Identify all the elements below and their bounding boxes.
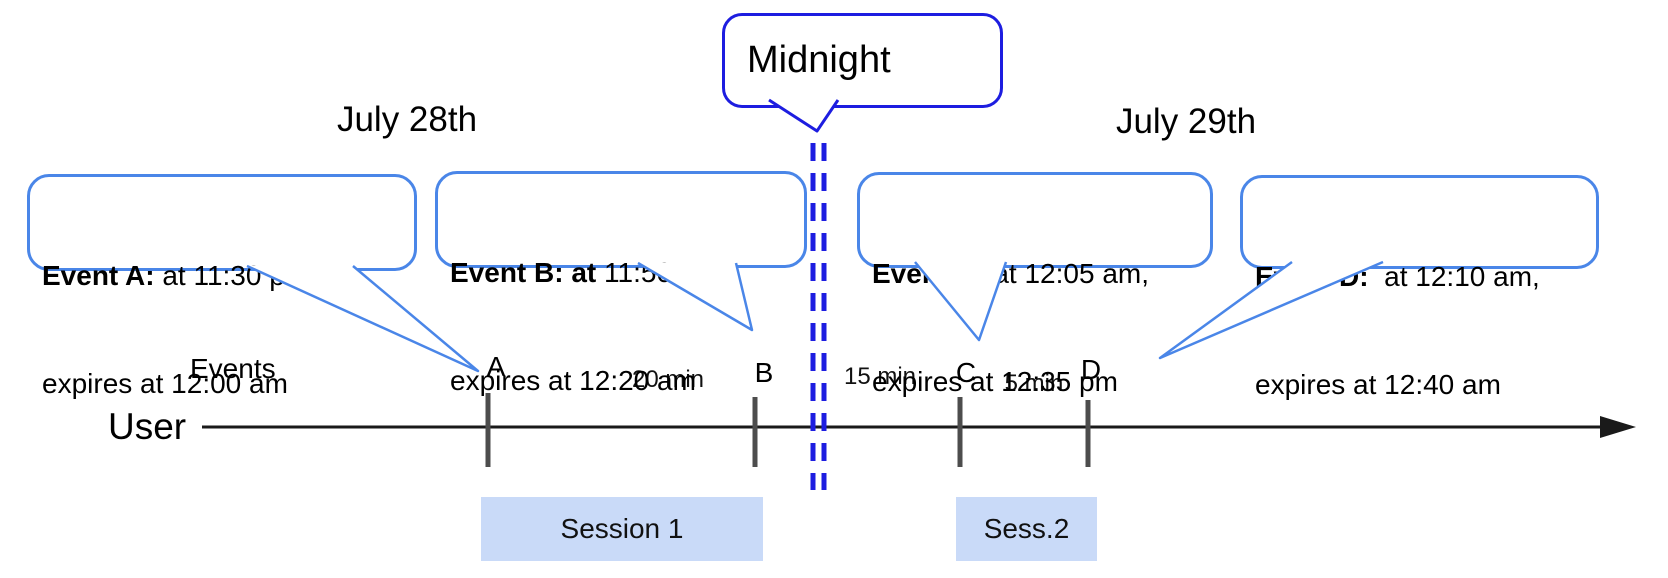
event-d-line-2: expires at 12:40 am bbox=[1255, 369, 1501, 400]
tick-label-d: D bbox=[1080, 354, 1102, 385]
midnight-callout: Midnight bbox=[722, 13, 1003, 108]
interval-label-15min: 15 min bbox=[843, 363, 917, 390]
interval-label-5min: 5 min bbox=[1004, 370, 1064, 397]
session-1-box: Session 1 bbox=[481, 497, 763, 561]
timeline-arrowhead-icon bbox=[1600, 416, 1636, 438]
session-2-box: Sess.2 bbox=[956, 497, 1097, 561]
event-a-time: at 11:30 pm, bbox=[154, 260, 316, 291]
event-a-line-2: expires at 12:00 am bbox=[42, 368, 288, 399]
event-b-time: 11:50 pm, bbox=[596, 257, 727, 288]
event-d-title: Event D: bbox=[1255, 261, 1369, 292]
day-label-july-28: July 28th bbox=[336, 100, 478, 139]
tick-label-b: B bbox=[754, 357, 774, 388]
event-d-callout: Event D: at 12:10 am, expires at 12:40 a… bbox=[1240, 175, 1599, 400]
event-c-line-1: Event C: at 12:05 am, bbox=[872, 256, 1198, 292]
tick-label-a: A bbox=[486, 351, 506, 382]
event-d-line-1: Event D: at 12:10 am, bbox=[1255, 259, 1584, 295]
event-d-time: at 12:10 am, bbox=[1368, 261, 1540, 292]
user-axis-label: User bbox=[108, 406, 187, 447]
session-1-label: Session 1 bbox=[560, 513, 684, 544]
event-b-callout: Event B: at 11:50 pm, expires at 12:20 a… bbox=[435, 171, 807, 396]
tick-label-c: C bbox=[955, 357, 977, 388]
event-c-title: Event C: bbox=[872, 258, 986, 289]
event-b-title: Event B: at bbox=[450, 257, 597, 288]
event-a-line-1: Event A: at 11:30 pm, bbox=[42, 258, 402, 294]
session-2-label: Sess.2 bbox=[983, 513, 1070, 544]
event-b-line-1: Event B: at 11:50 pm, bbox=[450, 255, 792, 291]
event-a-callout: Event A: at 11:30 pm, expires at 12:00 a… bbox=[27, 174, 417, 399]
interval-label-20min: 20 min bbox=[631, 366, 705, 393]
day-label-july-29: July 29th bbox=[1115, 102, 1257, 141]
event-c-time: at 12:05 am, bbox=[985, 258, 1150, 289]
event-c-callout: Event C: at 12:05 am, expires at 12:35 p… bbox=[857, 172, 1213, 397]
event-b-line-2: expires at 12:20 am bbox=[450, 365, 696, 396]
midnight-label: Midnight bbox=[747, 39, 891, 81]
event-a-title: Event A: bbox=[42, 260, 155, 291]
event-c-line-2: expires at 12:35 pm bbox=[872, 366, 1118, 397]
